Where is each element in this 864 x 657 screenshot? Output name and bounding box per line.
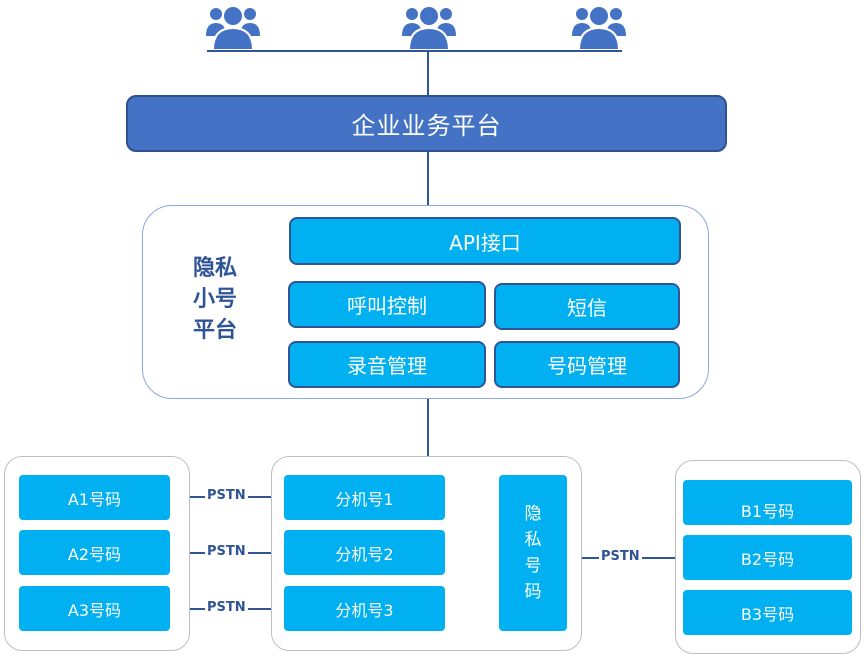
a-number-label: A3号码 [67,600,122,620]
pstn-label: PSTN [205,488,248,504]
extension-box: 分机号2 [284,530,445,575]
extension-box: 分机号1 [284,475,445,520]
platform-to-privacy-line [427,151,429,207]
user-group-icon [572,5,626,50]
pstn-label: PSTN [599,549,642,565]
b-number-label: B1号码 [740,501,795,521]
b-number-box: B2号码 [683,535,852,580]
privacy-number-char: 号 [524,556,542,576]
extension-label: 分机号1 [335,489,394,509]
privacy-number-char: 码 [524,582,542,602]
privacy-platform-label-line: 平台 [192,318,237,343]
users-to-platform-line [427,50,429,96]
number-management-label: 号码管理 [547,354,627,378]
b-number-label: B2号码 [740,549,795,569]
privacy-platform-label: 隐私 小号 平台 [176,253,254,346]
call-control-label: 呼叫控制 [347,294,427,318]
a-number-box: A2号码 [19,530,170,575]
recording-management-box: 录音管理 [288,341,486,388]
b-number-label: B3号码 [740,604,795,624]
extension-label: 分机号2 [335,544,394,564]
user-group-icon [206,5,260,50]
b-number-box: B3号码 [683,590,852,635]
a-number-box: A3号码 [19,586,170,631]
recording-management-label: 录音管理 [347,354,427,378]
privacy-number-char: 隐 [524,504,542,524]
privacy-to-extensions-line [427,398,429,456]
sms-box: 短信 [494,283,680,330]
pstn-label: PSTN [205,544,248,560]
privacy-number-box: 隐 私 号 码 [499,475,567,631]
api-interface-label: API接口 [449,230,521,255]
call-control-box: 呼叫控制 [288,281,486,328]
privacy-number-char: 私 [524,530,542,550]
b-number-box: B1号码 [683,480,852,525]
extension-label: 分机号3 [335,600,394,620]
extension-box: 分机号3 [284,586,445,631]
api-interface-box: API接口 [289,217,681,265]
a-number-label: A2号码 [67,544,122,564]
privacy-platform-label-line: 小号 [192,287,237,312]
a-number-box: A1号码 [19,475,170,520]
users-bus-line [207,50,622,52]
sms-label: 短信 [567,296,607,320]
enterprise-platform-box: 企业业务平台 [126,95,727,152]
a-number-label: A1号码 [67,489,122,509]
user-group-icon [402,5,456,50]
privacy-platform-label-line: 隐私 [192,256,237,281]
enterprise-platform-label: 企业业务平台 [351,112,502,140]
number-management-box: 号码管理 [494,341,680,388]
pstn-label: PSTN [205,600,248,616]
